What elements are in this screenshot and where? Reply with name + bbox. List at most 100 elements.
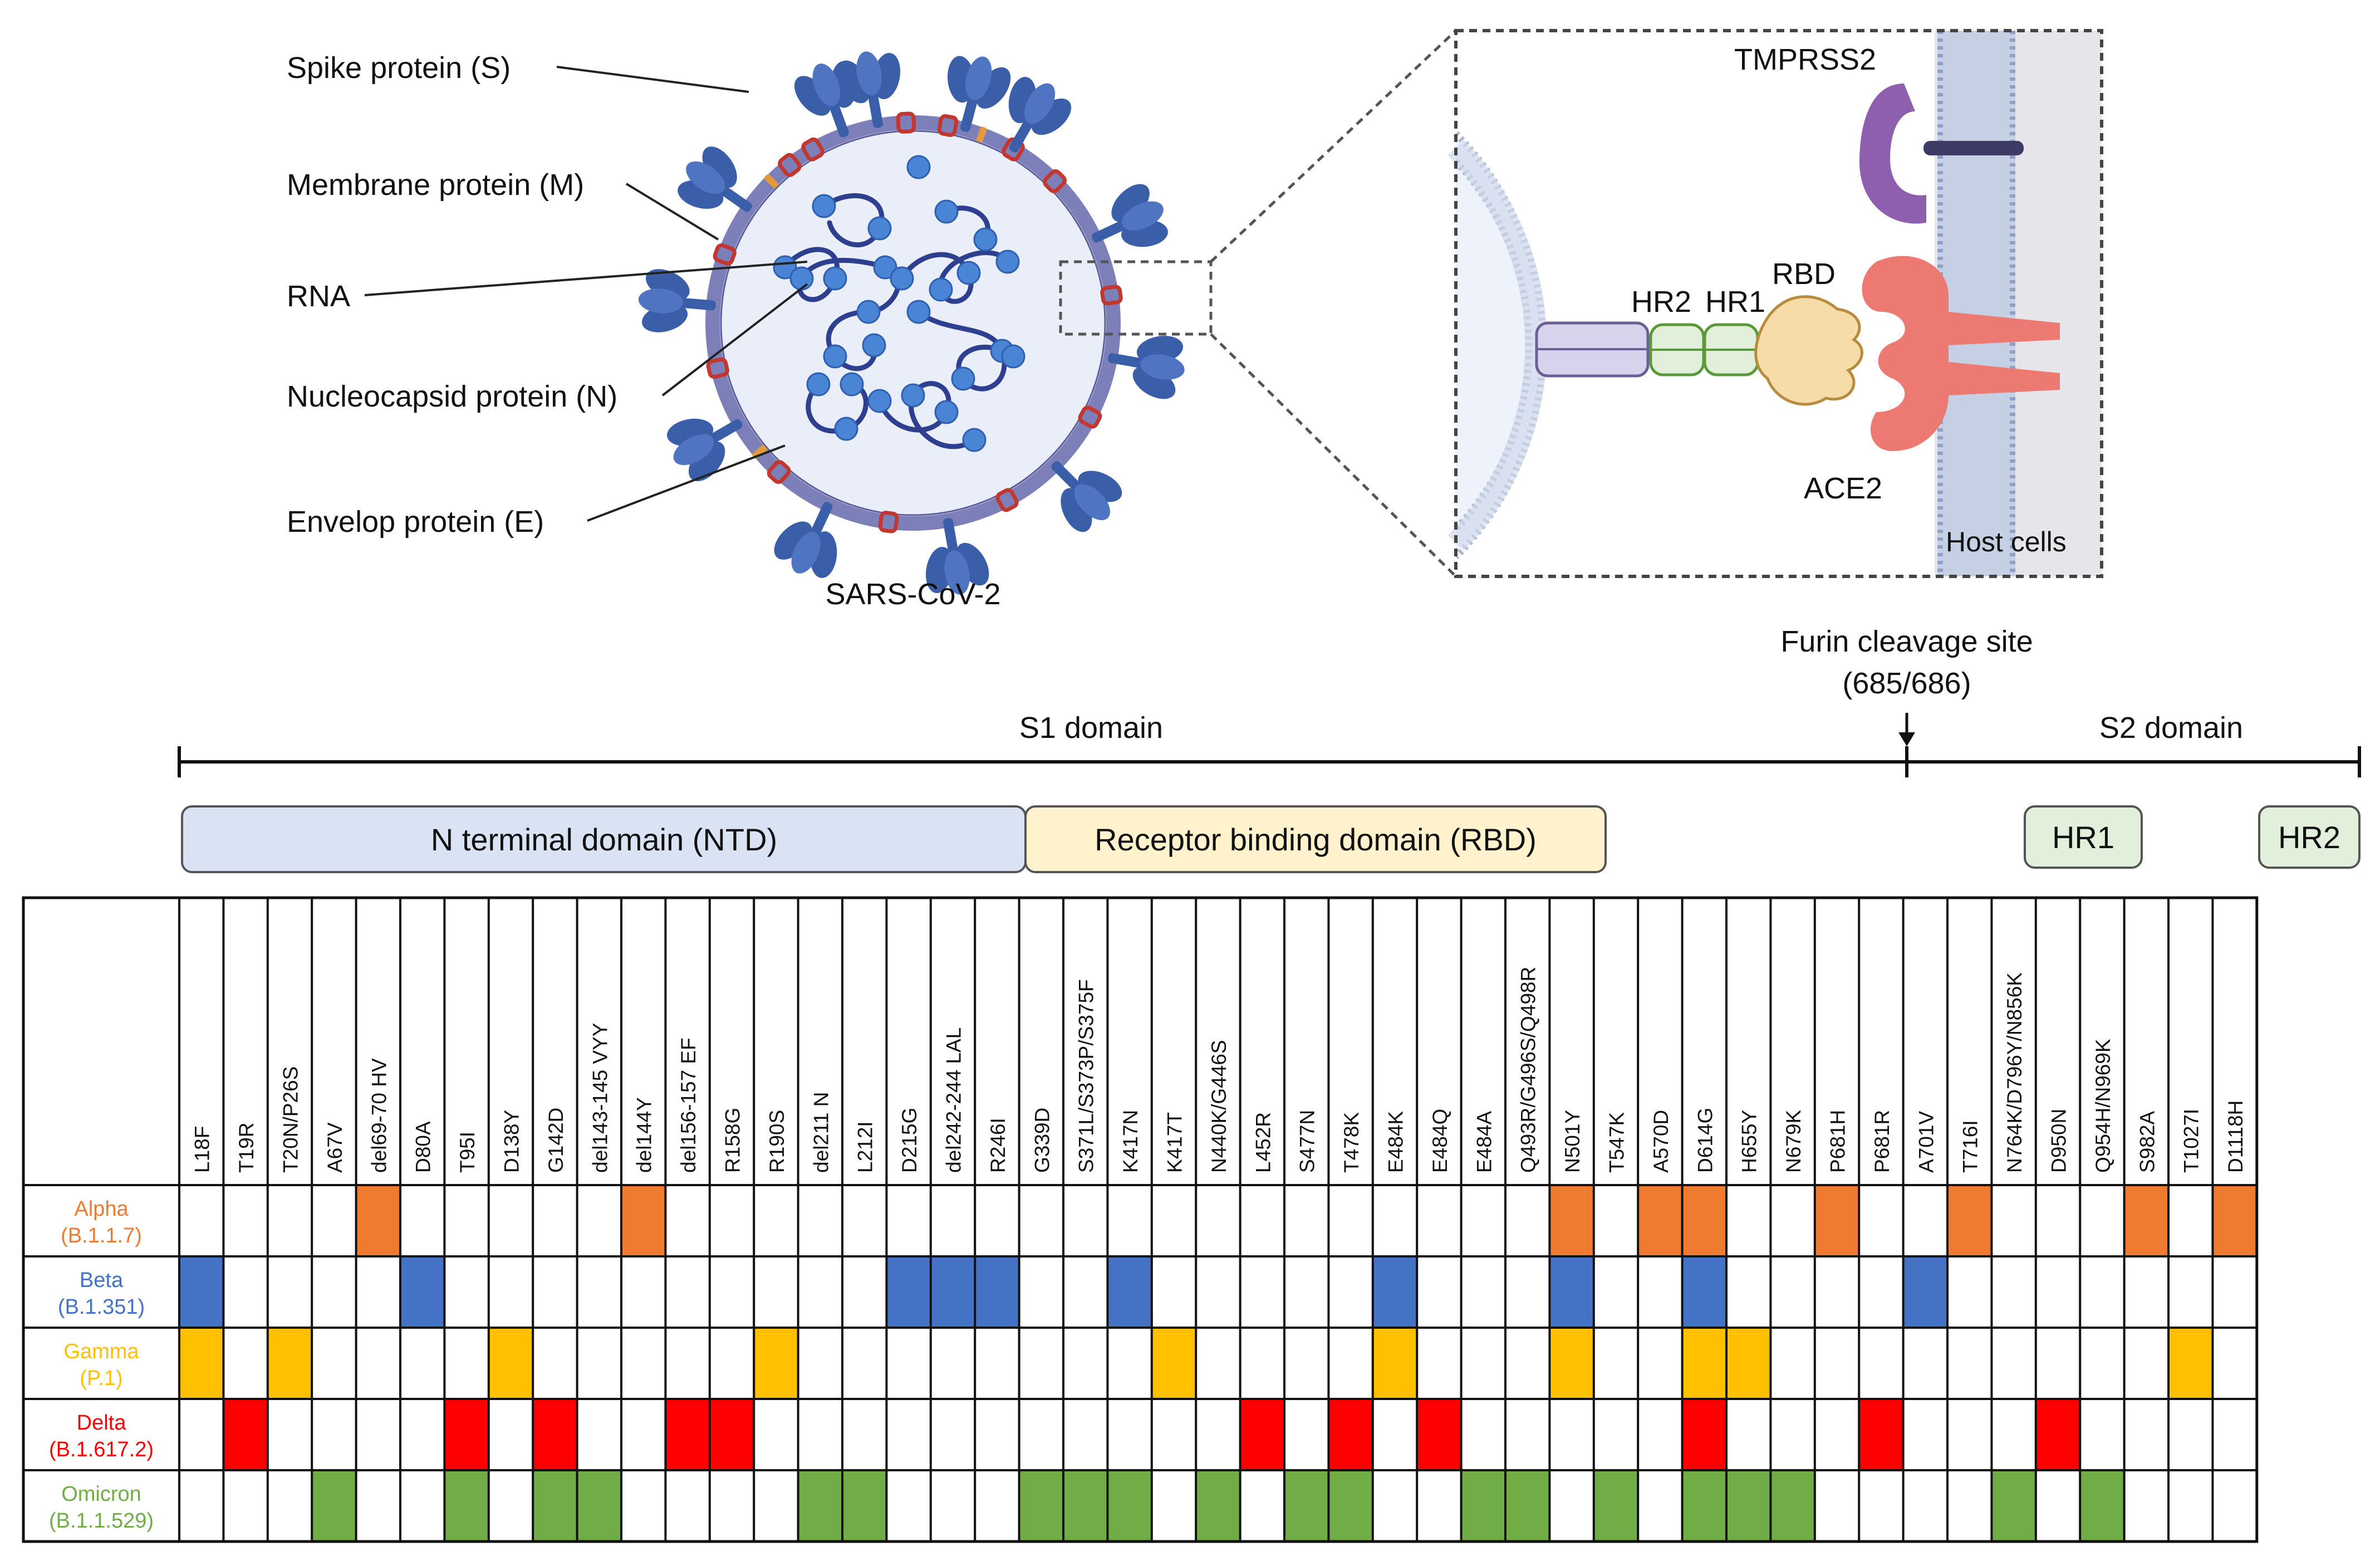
membrane-protein — [713, 243, 737, 266]
mutation-cell-beta — [1107, 1256, 1152, 1328]
mutation-header: P681R — [1871, 1110, 1893, 1173]
mutation-cell-omicron — [1461, 1470, 1505, 1542]
mutation-header: N440K/G446S — [1208, 1040, 1230, 1173]
spike-lobe — [965, 56, 992, 100]
mutation-header: K417T — [1164, 1112, 1186, 1173]
nucleocapsid-bead — [812, 194, 836, 218]
spike-stalk — [1108, 353, 1143, 368]
spike-stalk — [830, 104, 849, 138]
hr2-domain-label: HR2 — [2278, 820, 2340, 855]
hr2-label: HR2 — [1631, 285, 1691, 319]
spike-stalk — [1051, 461, 1080, 490]
variant-name-omicron: Omicron — [61, 1482, 141, 1506]
spike-protein — [638, 269, 716, 332]
spike-stalk — [960, 97, 978, 132]
s1-domain-label: S1 domain — [1019, 711, 1163, 745]
mutation-cell-omicron — [1063, 1470, 1108, 1542]
rbd-domain-box — [1024, 805, 1607, 873]
hr1-domain-label: HR1 — [2052, 820, 2114, 855]
mutation-cell-gamma — [1549, 1328, 1594, 1399]
membrane-protein-body — [1043, 169, 1067, 193]
nucleocapsid-beads — [773, 155, 1025, 452]
membrane-protein-body — [767, 460, 791, 484]
nucleocapsid-bead — [862, 333, 886, 358]
mutation-cell-alpha — [1682, 1185, 1726, 1256]
spike-protein — [1008, 77, 1072, 153]
mutation-cell-gamma — [1151, 1328, 1196, 1399]
mutation-header: S982A — [2136, 1111, 2158, 1173]
mutation-cell-omicron — [312, 1470, 356, 1542]
mutation-header: R158G — [722, 1108, 744, 1173]
nucleocapsid-bead — [906, 300, 931, 324]
mutation-cell-delta — [1682, 1399, 1726, 1470]
mutation-header: del69-70 HV — [367, 1058, 390, 1173]
rna-leader-line — [364, 261, 808, 296]
mutation-header: T716I — [1959, 1120, 1982, 1173]
nucleocapsid-bead — [973, 227, 998, 252]
mutation-header: T478K — [1340, 1112, 1363, 1173]
spike-lobe — [1140, 354, 1185, 380]
variant-name-alpha: Alpha — [74, 1197, 129, 1221]
hr2-domain-box — [2258, 805, 2361, 869]
membrane-protein-body — [878, 511, 899, 534]
membrane-protein-body — [713, 243, 737, 266]
mutation-cell-omicron — [1505, 1470, 1550, 1542]
mutation-header: R190S — [765, 1110, 788, 1173]
mutation-header: K417N — [1119, 1110, 1142, 1173]
mutation-cell-beta — [400, 1256, 445, 1328]
membrane-protein-body — [896, 111, 916, 134]
mutation-cell-delta — [2035, 1399, 2080, 1470]
spike-stalk — [1092, 221, 1125, 243]
furin-arrow-head — [1898, 732, 1915, 746]
mutation-header: D1118H — [2224, 1100, 2247, 1173]
nucleocapsid-bead — [929, 277, 953, 302]
nucleocapsid-bead — [901, 383, 925, 408]
mutation-header: del144Y — [633, 1097, 656, 1173]
host-cell-membrane — [1937, 31, 2015, 576]
mutation-header: L212I — [854, 1121, 877, 1173]
mutation-header: del211 N — [809, 1092, 832, 1173]
envelope-protein-label: Envelop protein (E) — [287, 505, 544, 539]
zoom-box — [1059, 260, 1213, 336]
mutation-cell-delta — [709, 1399, 754, 1470]
mutation-cell-alpha — [1549, 1185, 1594, 1256]
mutation-header: E484A — [1473, 1111, 1495, 1173]
nucleocapsid-bead — [823, 344, 847, 369]
envelope-protein-body — [764, 174, 778, 188]
variant-lineage-delta: (B.1.617.2) — [49, 1438, 154, 1461]
mutation-cell-delta — [1417, 1399, 1461, 1470]
mutation-cell-beta — [179, 1256, 224, 1328]
variant-lineage-gamma: (P.1) — [80, 1367, 122, 1390]
spike-lobe — [638, 288, 683, 314]
membrane-protein-body — [937, 114, 959, 137]
mutation-header: N764K/D796Y/N856K — [2003, 972, 2026, 1173]
mutation-cell-omicron — [577, 1470, 621, 1542]
membrane-protein — [1100, 285, 1123, 306]
spike-protein — [925, 518, 989, 595]
mutation-cell-omicron — [533, 1470, 577, 1542]
spike-stalk — [943, 518, 958, 553]
rbd-label: RBD — [1772, 257, 1836, 291]
spike-protein — [1051, 461, 1122, 532]
spike-stalk — [681, 298, 716, 311]
envelope-protein-body — [752, 445, 767, 459]
mutation-cell-beta — [975, 1256, 1019, 1328]
ace2-label: ACE2 — [1804, 472, 1882, 505]
mutation-header: A67V — [323, 1122, 346, 1173]
mutation-cell-beta — [1549, 1256, 1594, 1328]
membrane-protein — [937, 114, 959, 137]
nucleocapsid-bead — [873, 255, 897, 280]
spike-lobe — [1111, 184, 1150, 222]
mutation-cell-omicron — [1770, 1470, 1815, 1542]
mutation-header: A570D — [1650, 1110, 1672, 1173]
rbd-domain-label: Receptor binding domain (RBD) — [1095, 822, 1537, 857]
mutation-header: N501Y — [1561, 1110, 1584, 1173]
mutation-cell-gamma — [1372, 1328, 1417, 1399]
spike-lobe — [812, 63, 841, 106]
membrane-protein-body — [1078, 405, 1102, 429]
mutation-header: del242-244 LAL — [943, 1027, 965, 1173]
mutation-cell-omicron — [1593, 1470, 1638, 1542]
membrane-protein-body — [1100, 285, 1123, 306]
